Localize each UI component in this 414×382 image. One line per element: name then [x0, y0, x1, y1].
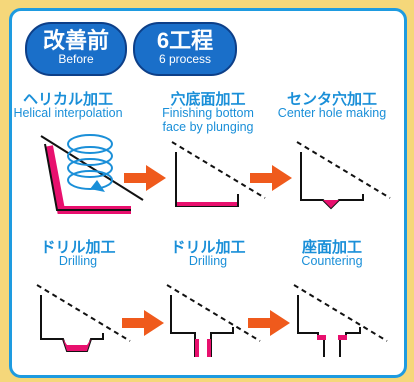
helical-workpiece-outline [44, 143, 131, 211]
process-count-jp: 6工程 [156, 28, 214, 53]
counter-left-wall [297, 295, 325, 357]
center-workpiece-outline [300, 152, 364, 210]
before-badge-en: Before [58, 52, 94, 66]
step-4-subtitle: Drilling [58, 254, 98, 268]
counter-right-seat [338, 335, 347, 340]
step-1-subtitle: Helical interpolation [13, 106, 123, 120]
bottom-workpiece-outline [175, 152, 239, 207]
helix-loop-4 [67, 170, 113, 190]
step-1-title: ヘリカル加工 [22, 91, 113, 108]
step-5-title: ドリル加工 [170, 239, 246, 256]
drilling-diagram-1 [36, 284, 131, 352]
arrow-step-1-to-2 [124, 165, 166, 191]
bottom-dashed-line [171, 141, 266, 199]
drilling-diagram-2 [166, 284, 261, 357]
step-4-title: ドリル加工 [40, 239, 116, 256]
helical-diagram [40, 134, 144, 214]
bottom-machined-face [177, 202, 237, 206]
step-3-title: センタ穴加工 [286, 91, 377, 108]
drill2-left-wall [170, 295, 196, 357]
center-hole-diagram [296, 141, 391, 210]
drill2-right-wall [210, 327, 234, 357]
step-2-subtitle-line1: Finishing bottom [162, 106, 254, 120]
helix-loop-1 [67, 134, 113, 154]
center-hole-mark [323, 200, 339, 208]
helix-loop-2 [67, 146, 113, 166]
step-6-subtitle: Countering [301, 254, 363, 268]
helix-arrowhead [90, 180, 105, 192]
process-count-badge: 6工程 6 process [133, 22, 237, 76]
before-badge-jp: 改善前 [42, 28, 109, 53]
step-5-subtitle: Drilling [188, 254, 228, 268]
drill1-dashed-line [36, 284, 131, 342]
step-2-subtitle-line2: face by plunging [162, 120, 254, 134]
step-3-subtitle: Center hole making [277, 106, 387, 120]
drill2-dashed-line [166, 284, 261, 342]
before-badge: 改善前 Before [25, 22, 127, 76]
helical-cut-line [40, 135, 144, 201]
bottom-finishing-diagram [171, 141, 266, 207]
drill2-left-cut [195, 339, 199, 357]
arrow-step-2-to-3 [250, 165, 292, 191]
counter-dashed-line [293, 284, 388, 342]
center-dashed-line [296, 141, 391, 199]
countering-diagram [293, 284, 388, 357]
drill1-workpiece-outline [40, 295, 104, 352]
arrow-step-5-to-6 [248, 310, 290, 336]
process-count-en: 6 process [158, 52, 212, 66]
drill2-right-cut [207, 339, 211, 357]
counter-right-wall [339, 327, 361, 357]
step-2-title: 穴底面加工 [170, 91, 246, 108]
arrow-step-4-to-5 [122, 310, 164, 336]
helix-loop-3 [67, 158, 113, 178]
step-6-title: 座面加工 [301, 239, 362, 256]
drill1-machined-area [63, 339, 91, 351]
counter-left-seat [317, 335, 326, 340]
